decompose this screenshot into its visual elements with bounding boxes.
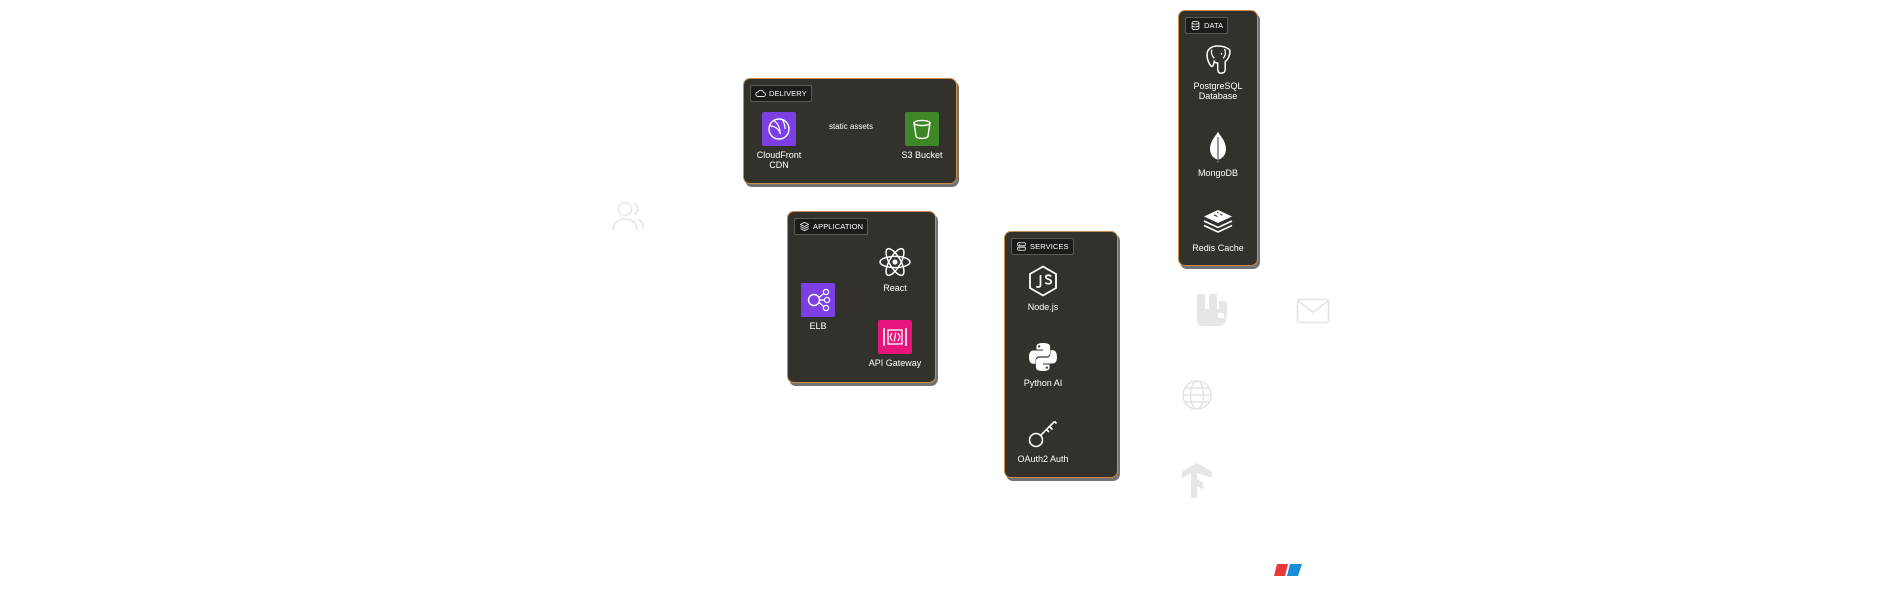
node-s3-bucket[interactable]: S3 Bucket xyxy=(882,112,962,160)
server-icon xyxy=(1017,242,1026,251)
node-label: ELB xyxy=(809,321,827,331)
node-label: Redis Cache xyxy=(1192,243,1244,253)
delivery-group-label: DELIVERY xyxy=(769,89,807,98)
database-icon xyxy=(1191,20,1200,31)
elb-icon xyxy=(801,283,835,317)
node-label: S3 Bucket xyxy=(901,150,943,160)
node-api-gateway[interactable]: API Gateway xyxy=(855,320,935,368)
cloud-icon xyxy=(755,89,766,98)
node-nodejs[interactable]: Node.js xyxy=(1003,264,1083,312)
mongodb-icon xyxy=(1201,130,1235,164)
react-icon xyxy=(878,245,912,279)
node-label: API Gateway xyxy=(868,358,922,368)
layers-icon xyxy=(799,221,810,232)
node-python-ai[interactable]: Python AI xyxy=(1003,340,1083,388)
node-label: Node.js xyxy=(1027,302,1059,312)
node-label: Python AI xyxy=(1023,378,1063,388)
node-label: OAuth2 Auth xyxy=(1017,454,1069,464)
node-elb[interactable]: ELB xyxy=(778,283,858,331)
users-icon xyxy=(610,199,646,233)
cloudfront-icon xyxy=(762,112,796,146)
postgresql-icon xyxy=(1201,43,1235,77)
node-mongodb[interactable]: MongoDB xyxy=(1178,130,1258,178)
rabbitmq-icon xyxy=(1195,292,1233,328)
node-redis-cache[interactable]: Redis Cache xyxy=(1178,205,1258,253)
node-cloudfront-cdn[interactable]: CloudFront CDN xyxy=(739,112,819,170)
key-icon xyxy=(1026,416,1060,450)
python-icon xyxy=(1026,340,1060,374)
node-oauth2-auth[interactable]: OAuth2 Auth xyxy=(1003,416,1083,464)
application-group-tag: APPLICATION xyxy=(794,218,869,235)
data-group-label: DATA xyxy=(1204,21,1224,30)
globe-icon xyxy=(1181,379,1213,411)
node-postgresql-database[interactable]: PostgreSQL Database xyxy=(1178,43,1258,101)
node-react[interactable]: React xyxy=(855,245,935,293)
node-label: PostgreSQL Database xyxy=(1193,81,1243,101)
services-group-tag: SERVICES xyxy=(1011,238,1074,255)
node-label: CloudFront CDN xyxy=(756,150,802,170)
services-group: SERVICES xyxy=(1004,231,1118,478)
mail-icon xyxy=(1296,298,1330,324)
tensorflow-icon xyxy=(1180,462,1214,498)
api-gateway-icon xyxy=(878,320,912,354)
nodejs-icon xyxy=(1026,264,1060,298)
redis-icon xyxy=(1201,205,1235,239)
services-group-label: SERVICES xyxy=(1030,242,1069,251)
node-label: React xyxy=(883,283,907,293)
s3-bucket-icon xyxy=(905,112,939,146)
delivery-group-tag: DELIVERY xyxy=(750,85,812,102)
data-group-tag: DATA xyxy=(1185,17,1229,34)
edge-label-static-assets: static assets xyxy=(827,122,876,131)
stripe-icon xyxy=(1274,563,1304,577)
node-label: MongoDB xyxy=(1197,168,1239,178)
application-group-label: APPLICATION xyxy=(813,222,864,231)
